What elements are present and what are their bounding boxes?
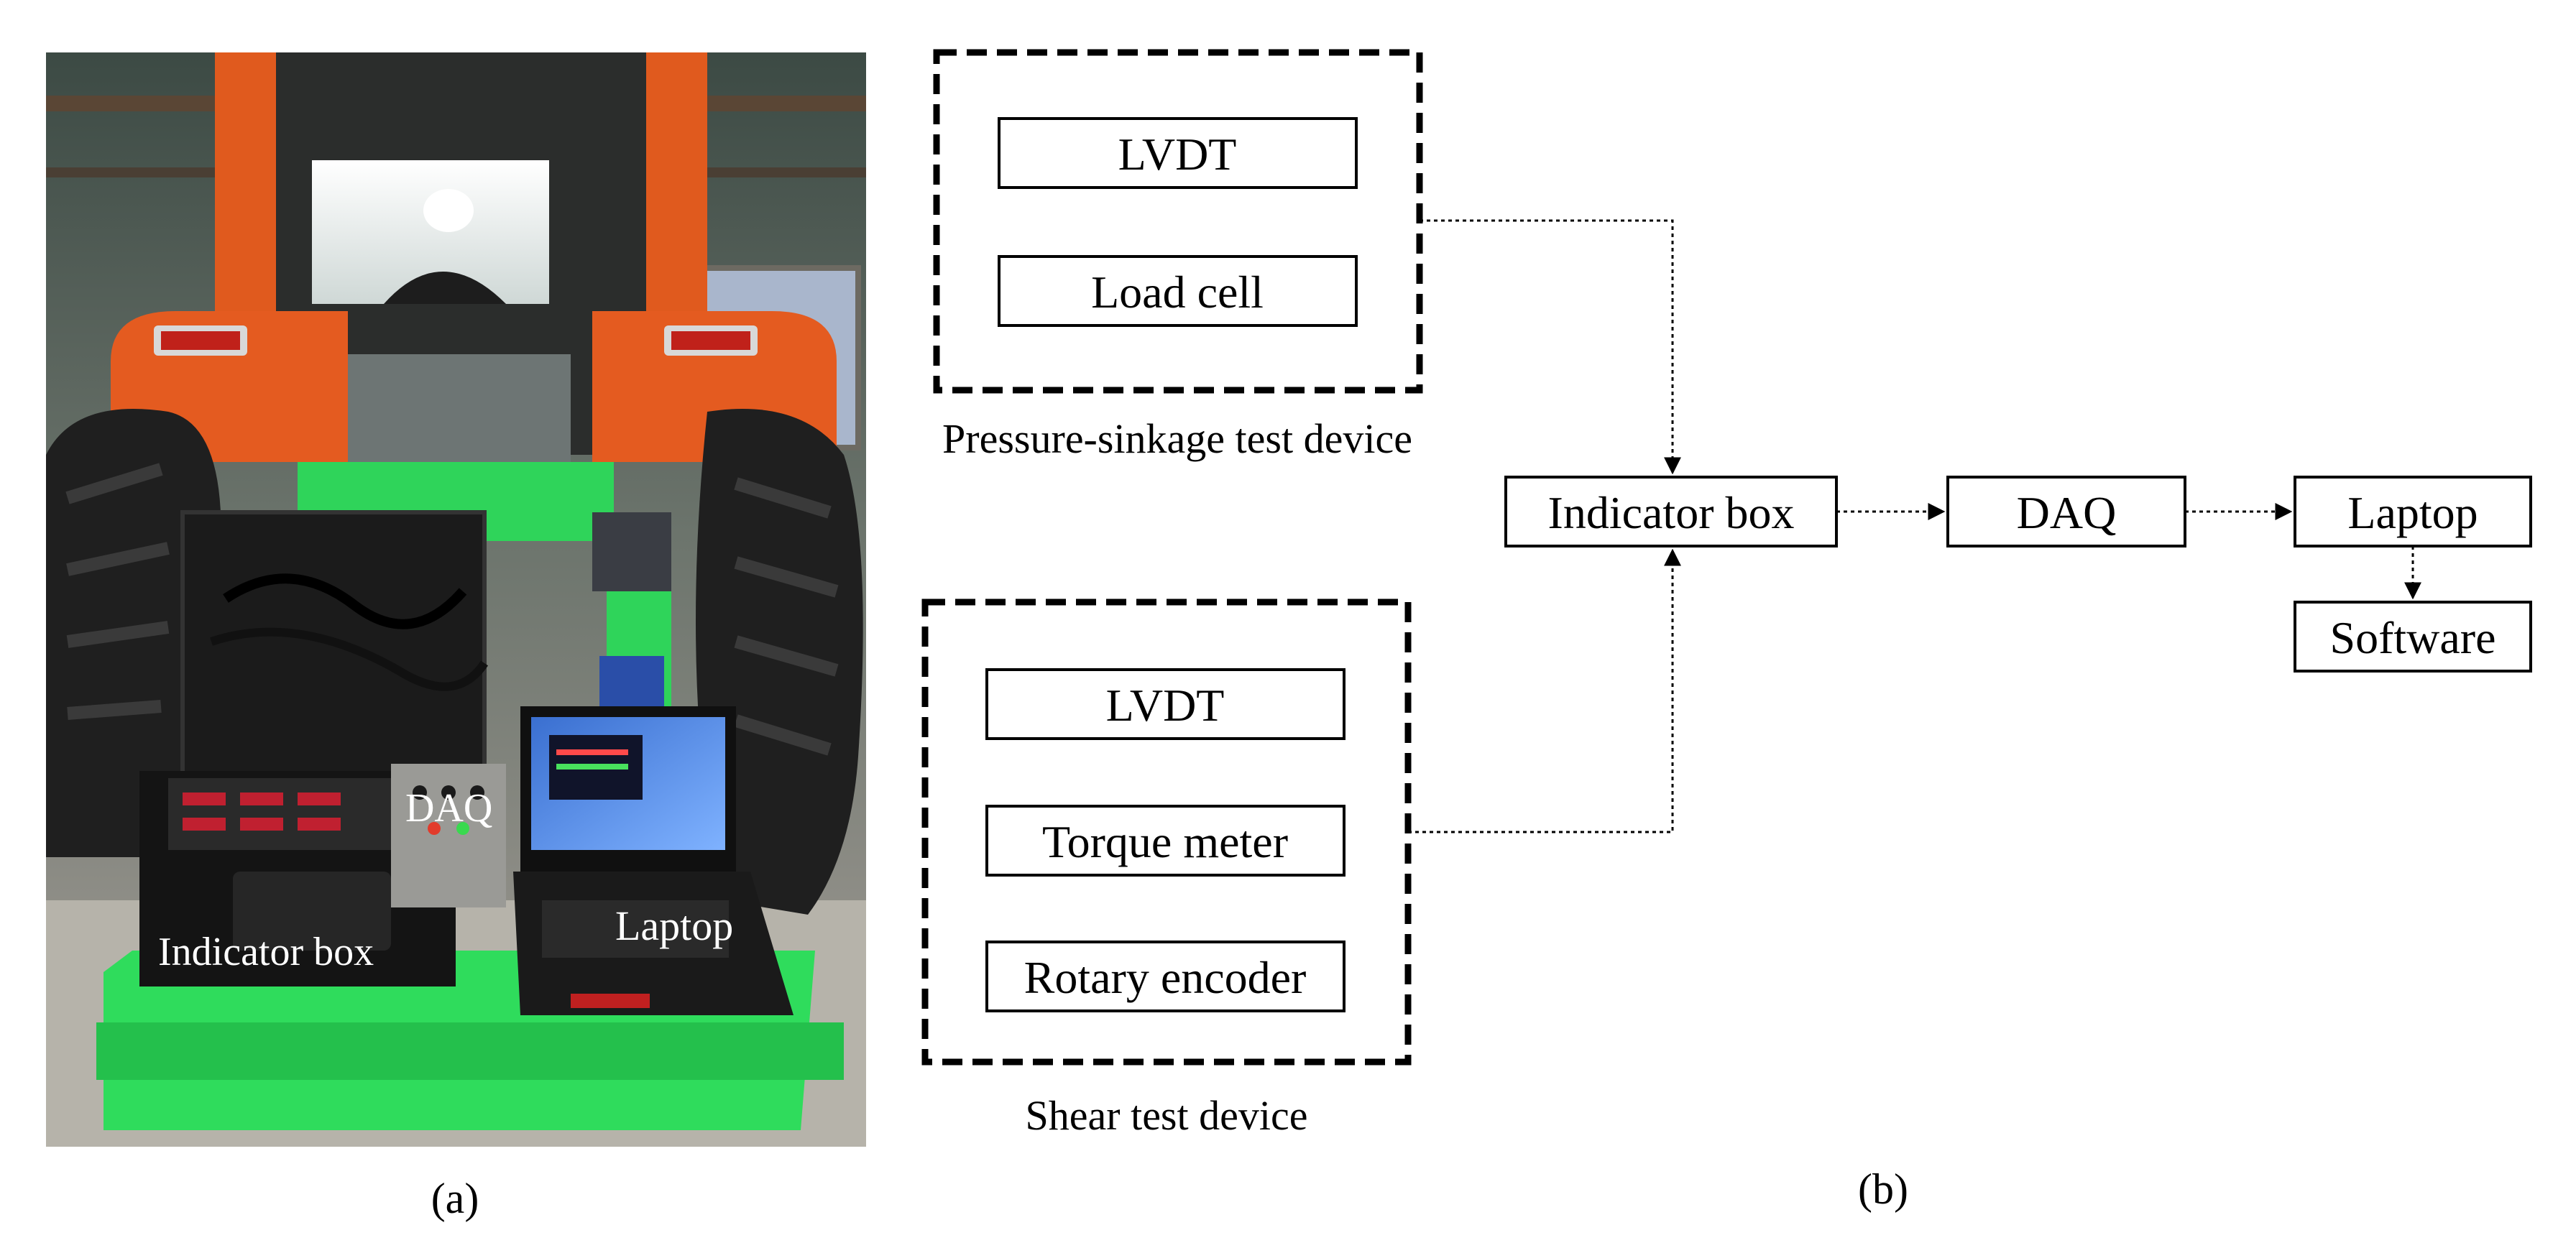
torque-meter-label: Torque meter <box>1042 816 1288 867</box>
software-node-label: Software <box>2329 612 2496 663</box>
daq-node <box>1946 476 2186 547</box>
rotary-encoder-box <box>985 941 1346 1012</box>
test-rig-photo: DAQ Indicator box Laptop <box>46 52 866 1147</box>
left-pillar <box>215 52 276 354</box>
pressure-sinkage-caption: Pressure-sinkage test device <box>942 415 1412 462</box>
sensor-block <box>592 512 671 591</box>
caption-a: (a) <box>431 1175 479 1222</box>
right-tire <box>696 409 863 915</box>
shear-test-caption: Shear test device <box>1026 1092 1308 1139</box>
photo-label-indicator-box: Indicator box <box>158 930 374 974</box>
photo-label-laptop: Laptop <box>615 902 733 949</box>
rotary-encoder-label: Rotary encoder <box>1024 952 1307 1003</box>
pressure-sinkage-group <box>933 49 1423 394</box>
lvdt-box-shear <box>985 668 1346 740</box>
software-node <box>2294 601 2532 673</box>
daq-node-label: DAQ <box>2017 487 2117 538</box>
lvdt-box-pressure <box>998 117 1358 189</box>
cab-light <box>423 189 474 232</box>
right-pillar <box>646 52 707 354</box>
pressure-to-indicator-arrow <box>1420 219 1681 475</box>
indicator-box-node <box>1504 476 1838 547</box>
indicator-box-node-label: Indicator box <box>1548 487 1795 538</box>
load-cell-label: Load cell <box>1091 267 1264 318</box>
lvdt-label-pressure: LVDT <box>1118 129 1237 180</box>
load-cell-box <box>998 255 1358 327</box>
torque-meter-box <box>985 805 1346 877</box>
shear-to-indicator-arrow <box>1408 548 1681 833</box>
caption-b: (b) <box>1858 1165 1908 1213</box>
lvdt-label-shear: LVDT <box>1106 680 1225 731</box>
photo-label-daq: DAQ <box>405 786 492 831</box>
laptop-node-label: Laptop <box>2347 487 2478 538</box>
